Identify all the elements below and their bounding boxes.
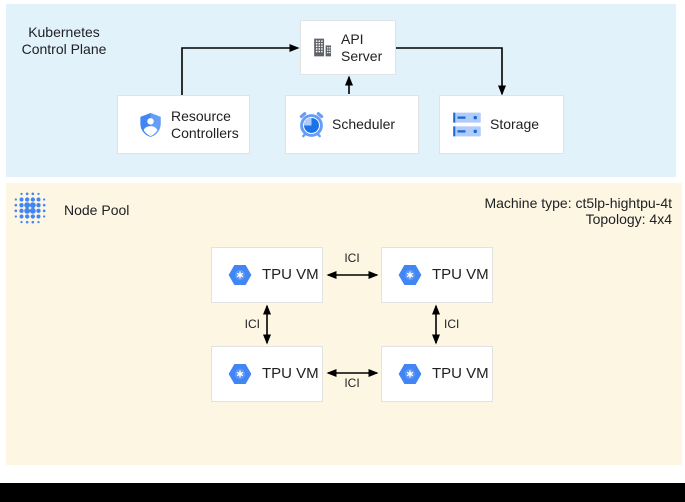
ici-link-label-left: ICI — [244, 317, 260, 331]
tpu-vm-box-top-right: TPU VM — [381, 247, 493, 303]
storage-box: Storage — [439, 95, 564, 154]
dots-grid-icon — [13, 191, 47, 230]
tpu-vm-box-bottom-right: TPU VM — [381, 346, 493, 402]
machine-type-text: Machine type: ct5lp-hightpu-4t — [484, 195, 672, 211]
tpu-vm-box-top-left: TPU VM — [211, 247, 323, 303]
storage-label: Storage — [490, 116, 540, 133]
scheduler-label: Scheduler — [332, 116, 396, 133]
resource-controllers-label: Resource Controllers — [171, 108, 239, 141]
shield-user-icon — [137, 111, 164, 138]
ici-link-label-top: ICI — [344, 251, 360, 265]
alarm-clock-icon — [297, 110, 326, 139]
scheduler-box: Scheduler — [285, 95, 419, 154]
hexagon-gear-icon — [227, 361, 253, 387]
machine-info: Machine type: ct5lp-hightpu-4t Topology:… — [484, 195, 672, 227]
hexagon-gear-icon — [397, 262, 423, 288]
tpu-vm-box-bottom-left: TPU VM — [211, 346, 323, 402]
building-icon — [310, 35, 335, 60]
hexagon-gear-icon — [227, 262, 253, 288]
api-server-box: API Server — [300, 20, 396, 75]
resource-controllers-box: Resource Controllers — [117, 95, 250, 154]
ici-link-label-right: ICI — [444, 317, 460, 331]
tpu-vm-label: TPU VM — [432, 266, 489, 284]
node-pool-section — [6, 183, 682, 465]
tpu-vm-label: TPU VM — [262, 365, 319, 383]
api-server-label: API Server — [341, 31, 383, 64]
ici-link-label-bottom: ICI — [344, 376, 360, 390]
bottom-bar — [0, 483, 685, 502]
hexagon-gear-icon — [397, 361, 423, 387]
server-disks-icon — [452, 111, 482, 138]
tpu-vm-label: TPU VM — [432, 365, 489, 383]
tpu-vm-label: TPU VM — [262, 266, 319, 284]
control-plane-title: Kubernetes Control Plane — [21, 24, 107, 57]
node-pool-title: Node Pool — [64, 202, 130, 218]
topology-text: Topology: 4x4 — [585, 211, 672, 227]
